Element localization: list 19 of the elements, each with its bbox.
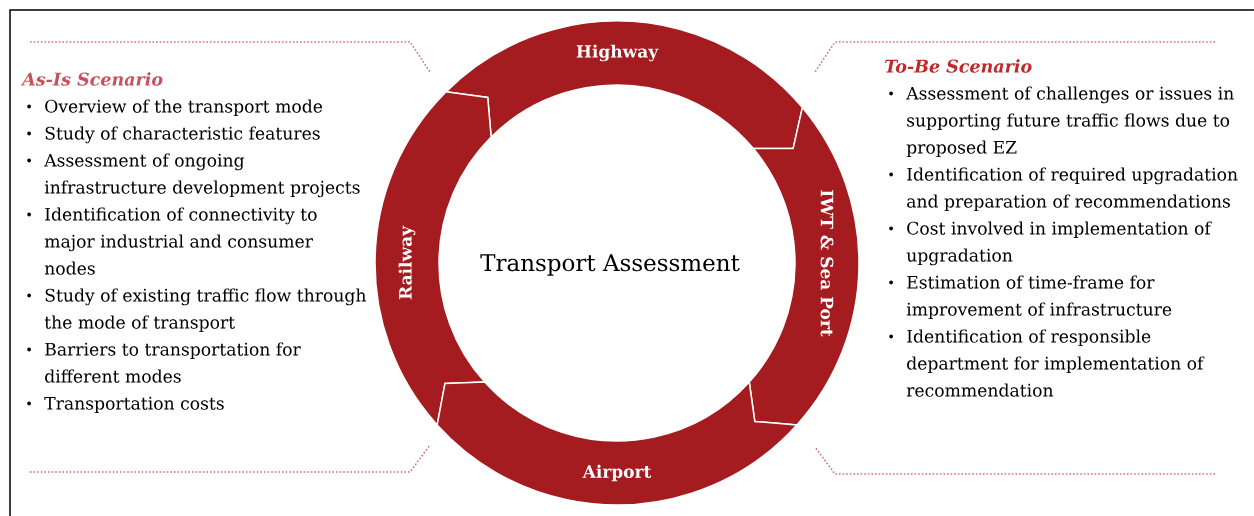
panel-heading: To-Be Scenario [885, 59, 1032, 73]
bullet-item: Transportation costs [27, 396, 224, 414]
bullet-item: Cost involved in implementation of upgradation [889, 221, 1212, 266]
bullet-item: Assessment of challenges or issues in supporting future traffic flows due to proposed EZ [889, 86, 1234, 158]
bullet-item: Barriers to transportation for different modes [27, 342, 301, 383]
bullet-item: Identification of required upgradation and preparation of recommendations [889, 167, 1238, 212]
bullet-item: Overview of the transport mode [27, 99, 323, 117]
ring-arrow-segment: IWT & Sea Port [748, 106, 860, 426]
bullet-item: Identification of responsible department for implementation of recommendation [889, 329, 1205, 397]
bullet-item: Estimation of time-frame for improvement of infrastructure [889, 275, 1172, 320]
ring-arrow-segment: Highway [445, 20, 804, 150]
bullet-item: Identification of connectivity to major industrial and consumer nodes [27, 207, 317, 275]
bullet-item: Assessment of ongoing infrastructure development projects [27, 153, 360, 198]
scenario-panel [885, 59, 1238, 397]
panel-heading: As-Is Scenario [20, 72, 163, 86]
bullet-item: Study of existing traffic flow through the mode of transport [27, 288, 366, 333]
scenario-panel [20, 72, 366, 414]
bullet-item: Study of characteristic features [27, 126, 320, 144]
ring-arrow-segment: Airport [436, 381, 798, 506]
